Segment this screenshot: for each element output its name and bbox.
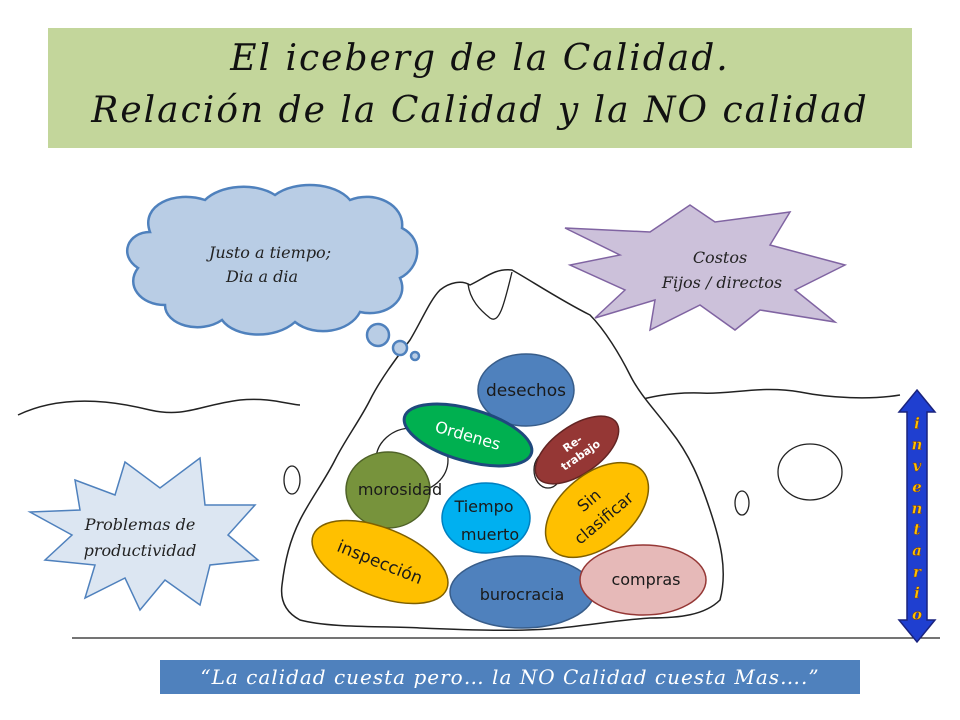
star-problems: Problemas de productividad: [27, 456, 260, 612]
tiempo-label-1: Tiempo: [453, 497, 513, 516]
ice-small-left: [283, 465, 301, 495]
morosidad-label: morosidad: [358, 480, 442, 499]
ellipse-desechos: desechos: [477, 353, 575, 427]
problems-text-1: Problemas de: [84, 515, 196, 534]
inventario-letter: i: [914, 415, 920, 433]
title-line-2: Relación de la Calidad y la NO calidad: [91, 90, 869, 131]
title-line-1: El iceberg de la Calidad.: [230, 38, 730, 79]
iceberg-inner-line: [467, 271, 513, 320]
inventario-letter: t: [914, 521, 921, 539]
problems-text-2: productividad: [84, 541, 197, 560]
inventario-letter: n: [912, 499, 923, 517]
cloud-text-2: Dia a dia: [225, 267, 298, 286]
inventario-letter: n: [912, 436, 923, 454]
inventario-letter: o: [912, 605, 922, 623]
star-costs: Costos Fijos / directos: [564, 204, 848, 332]
compras-label: compras: [611, 570, 680, 589]
costs-text-2: Fijos / directos: [661, 273, 782, 292]
footer-quote: “La calidad cuesta pero… la NO Calidad c…: [160, 660, 860, 694]
ice-small-right: [734, 490, 750, 516]
ellipse-morosidad: morosidad: [345, 451, 442, 529]
cloud-text-1: Justo a tiempo;: [206, 243, 331, 262]
ellipse-burocracia: burocracia: [449, 555, 595, 629]
water-line: [17, 388, 901, 416]
costs-text-1: Costos: [693, 248, 747, 267]
inventario-letter: v: [913, 457, 922, 475]
inventario-letter: i: [914, 584, 920, 602]
inventario-letter: e: [912, 478, 922, 496]
inventario-letter: r: [913, 563, 922, 581]
burocracia-label: burocracia: [480, 585, 565, 604]
ice-large-right: [777, 443, 843, 501]
thought-cloud: Justo a tiempo; Dia a dia: [126, 183, 421, 362]
tiempo-label-2: muerto: [461, 525, 519, 544]
ellipse-inspeccion: inspección: [311, 519, 449, 605]
ellipse-compras: compras: [579, 544, 707, 616]
title-banner: El iceberg de la Calidad. Relación de la…: [48, 28, 912, 148]
desechos-label: desechos: [486, 381, 566, 401]
ellipse-tiempo-muerto: Tiempo muerto: [441, 482, 531, 554]
inventario-letter: a: [912, 542, 922, 560]
ellipse-ordenes: Ordenes: [402, 402, 534, 468]
